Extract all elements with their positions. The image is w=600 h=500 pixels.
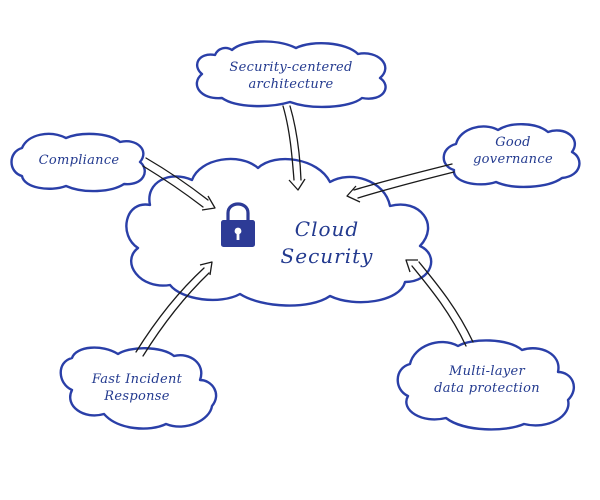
node-cloud-compliance <box>10 132 146 193</box>
node-label-line: governance <box>473 151 553 167</box>
center-label: Cloud Security <box>262 216 392 270</box>
arrow-top-to-center <box>282 105 306 191</box>
node-label-line: Response <box>104 388 170 404</box>
node-label-security-centered-architecture: Security-centered architecture <box>196 60 386 94</box>
padlock-icon <box>221 202 255 247</box>
arrow-bottom-right-to-center <box>405 259 474 347</box>
node-label-line: Multi-layer <box>448 364 526 379</box>
arrow-left-to-center <box>142 157 216 211</box>
node-label-line: architecture <box>248 76 334 92</box>
node-label-line: Security-centered <box>229 60 353 75</box>
node-label-multi-layer-data-protection: Multi-layer data protection <box>402 364 572 398</box>
node-cloud-fast-incident-response <box>59 346 218 430</box>
node-label-line: Fast Incident <box>91 372 183 387</box>
node-label-line: Good <box>495 135 531 150</box>
node-label-good-governance: Good governance <box>446 135 580 169</box>
arrow-right-to-center <box>346 163 455 203</box>
node-label-fast-incident-response: Fast Incident Response <box>62 372 212 406</box>
node-cloud-security-centered-architecture <box>195 40 387 109</box>
node-label-line: Compliance <box>38 153 120 168</box>
arrow-bottom-left-to-center <box>135 261 213 357</box>
node-cloud-good-governance <box>442 123 581 189</box>
node-label-compliance: Compliance <box>14 153 144 170</box>
center-label-line-1: Cloud <box>294 217 360 241</box>
center-label-line-2: Security <box>280 244 374 268</box>
node-label-line: data protection <box>434 380 540 396</box>
